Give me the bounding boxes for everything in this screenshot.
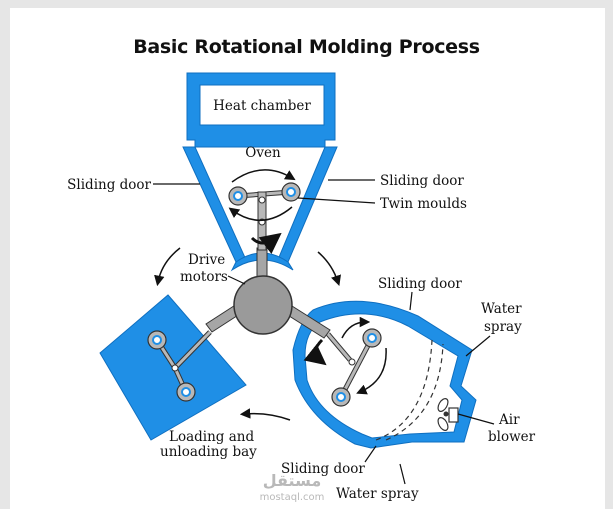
central-hub <box>233 275 293 335</box>
cooling-chamber-moulds <box>326 328 382 407</box>
oven-rotation-arrow-bottom <box>228 206 293 222</box>
cooling-chamber-wall <box>292 300 477 449</box>
label-sliding-door-cooling: Sliding door <box>378 276 462 292</box>
watermark-latin: mostaql.com <box>260 492 325 503</box>
oven-station <box>182 72 338 272</box>
labels: Heat chamber Oven Sliding door Sliding d… <box>67 98 535 502</box>
oven-bottom-door <box>230 252 294 272</box>
rotation-arrows <box>154 169 387 421</box>
label-loading-line2: unloading bay <box>160 444 257 460</box>
carousel-arrow-cooling-to-loading <box>239 408 291 421</box>
label-drive-motors-line2: motors <box>180 269 228 285</box>
label-water-spray-top-line2: spray <box>484 319 522 335</box>
label-air-blower-line2: blower <box>488 429 536 445</box>
label-sliding-door-right: Sliding door <box>380 173 464 189</box>
oven-rotation-arrow-top <box>231 169 296 183</box>
label-water-spray-bottom: Water spray <box>336 486 419 502</box>
label-water-spray-top-line1: Water <box>481 301 522 317</box>
watermark: مستقل mostaql.com <box>260 471 325 503</box>
cooling-rotation-arrow-1 <box>341 316 371 339</box>
label-drive-motors-line1: Drive <box>188 252 225 268</box>
label-heat-chamber: Heat chamber <box>213 98 311 114</box>
shaft-spin-arrow <box>250 232 282 255</box>
label-loading-line1: Loading and <box>169 429 254 445</box>
spray-dashed-arc-1 <box>375 339 433 441</box>
label-air-blower-line1: Air <box>498 412 520 428</box>
label-sliding-door-left: Sliding door <box>67 177 151 193</box>
oven-wall-right <box>276 146 338 263</box>
cooling-chamber <box>292 300 477 449</box>
air-blower-fan-icon <box>437 398 459 431</box>
loading-bay-moulds <box>147 330 212 402</box>
rotating-arms <box>205 247 331 339</box>
carousel-arrow-oven-to-cooling <box>317 251 341 286</box>
cooling-rotation-arrow-2 <box>356 347 387 395</box>
label-oven: Oven <box>245 145 281 161</box>
cooling-spin-arrow <box>303 338 327 366</box>
watermark-arabic: مستقل <box>263 471 322 490</box>
diagram-title: Basic Rotational Molding Process <box>133 36 480 58</box>
label-sliding-door-bottom: Sliding door <box>281 461 365 477</box>
leader-lines <box>153 179 495 485</box>
label-twin-moulds: Twin moulds <box>380 196 467 212</box>
carousel-arrow-loading-to-oven <box>154 247 181 287</box>
spray-dashed-arc-2 <box>385 343 444 441</box>
heat-chamber-box <box>199 84 325 126</box>
